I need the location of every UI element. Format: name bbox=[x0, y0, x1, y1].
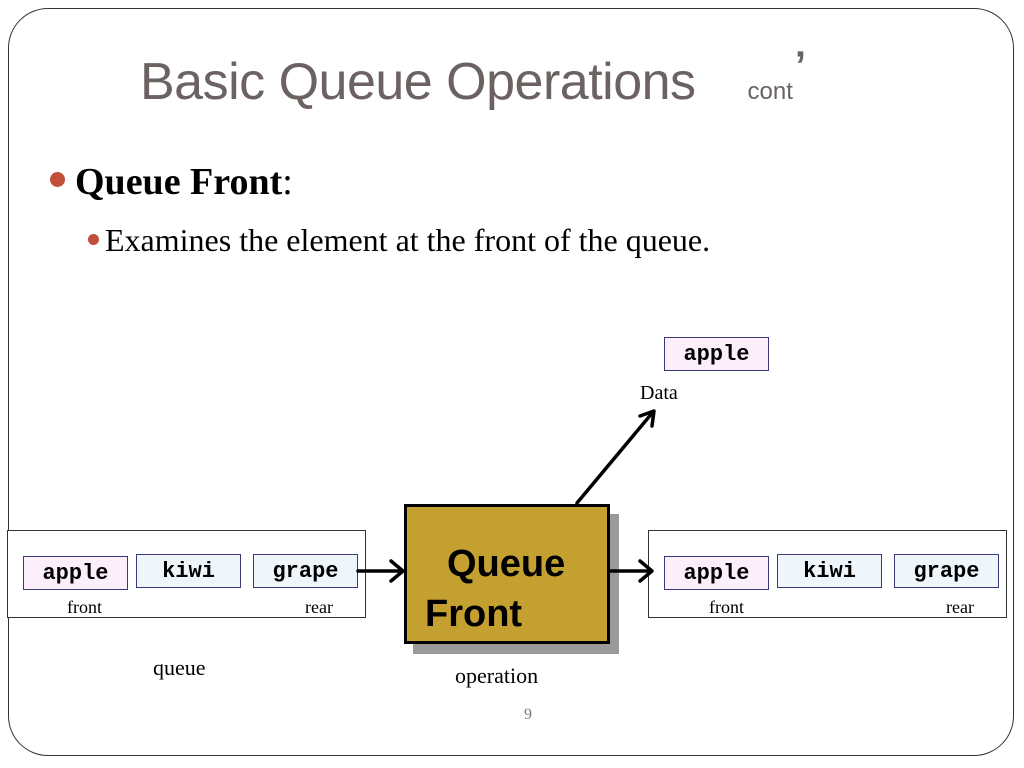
bullet-description-text: Examines the element at the front of the… bbox=[105, 222, 711, 258]
arrow-right-icon bbox=[356, 559, 405, 583]
output-queue-cell: grape bbox=[894, 554, 999, 588]
bullet-dot-icon bbox=[50, 172, 65, 187]
data-label: Data bbox=[640, 382, 678, 404]
bullet-description: Examines the element at the front of the… bbox=[88, 222, 710, 259]
title-main: Basic Queue Operations bbox=[140, 53, 696, 111]
bullet-heading-colon: : bbox=[282, 161, 293, 203]
operation-caption: operation bbox=[455, 663, 539, 688]
data-cell: apple bbox=[664, 337, 769, 371]
title-suffix: cont bbox=[747, 78, 793, 105]
input-queue-cell: kiwi bbox=[136, 554, 241, 588]
operation-box: Queue Front bbox=[404, 504, 610, 644]
input-front-label: front bbox=[67, 597, 102, 617]
operation-line-2: Front bbox=[425, 593, 523, 635]
output-queue-cell: kiwi bbox=[777, 554, 882, 588]
arrow-up-right-icon bbox=[575, 409, 656, 505]
slide-title: Basic Queue Operations cont’ bbox=[140, 44, 806, 112]
page-number: 9 bbox=[524, 706, 532, 723]
output-rear-label: rear bbox=[946, 597, 974, 617]
queue-caption: queue bbox=[153, 655, 206, 680]
output-front-label: front bbox=[709, 597, 744, 617]
output-queue-cell: apple bbox=[664, 556, 769, 590]
bullet-queue-front: Queue Front: bbox=[50, 160, 293, 204]
operation-line-1: Queue bbox=[447, 543, 566, 585]
input-rear-label: rear bbox=[305, 597, 333, 617]
title-apostrophe: ’ bbox=[794, 44, 807, 88]
input-queue-cell: apple bbox=[23, 556, 128, 590]
arrow-right-icon bbox=[608, 559, 654, 583]
bullet-dot-icon bbox=[88, 234, 99, 245]
bullet-heading: Queue Front bbox=[75, 161, 283, 203]
